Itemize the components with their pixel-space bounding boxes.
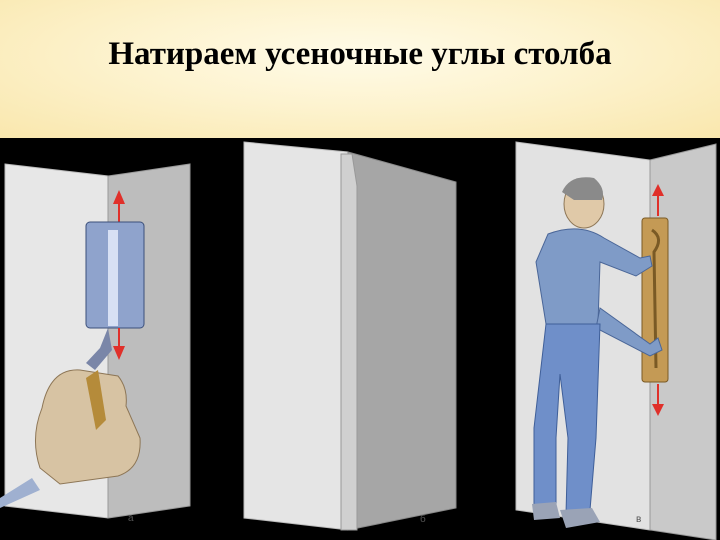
slide-title: Натираем усеночные углы столба — [108, 36, 612, 72]
illustration: а б в — [0, 141, 717, 540]
panel-c-caption: в — [636, 514, 641, 525]
arrow-shaft — [657, 196, 659, 216]
arrow-down-icon — [113, 346, 125, 360]
tool-highlight — [108, 230, 118, 326]
arrow-up-icon — [652, 184, 664, 196]
arrow-shaft — [118, 204, 120, 224]
arrow-shaft — [657, 384, 659, 404]
title-banner: Натираем усеночные углы столба — [0, 0, 720, 138]
column-side-face — [347, 151, 457, 531]
panel-b-caption: б — [420, 513, 426, 525]
panel-a: а — [0, 163, 191, 524]
worker-icon — [532, 177, 663, 528]
panel-b: б — [243, 141, 457, 531]
trowel-grip — [651, 228, 660, 369]
column-front-face — [243, 141, 349, 531]
tool-handle — [86, 328, 112, 370]
panel-a-caption: а — [128, 513, 134, 524]
arrow-up-icon — [113, 190, 125, 204]
panel-c: в — [515, 141, 717, 540]
hand-icon — [35, 369, 141, 485]
arrow-shaft — [118, 328, 120, 348]
arrow-down-icon — [652, 404, 664, 416]
chamfer-edge-icon — [340, 153, 358, 531]
trowel-tip — [0, 478, 40, 508]
brush-handle — [86, 370, 106, 430]
